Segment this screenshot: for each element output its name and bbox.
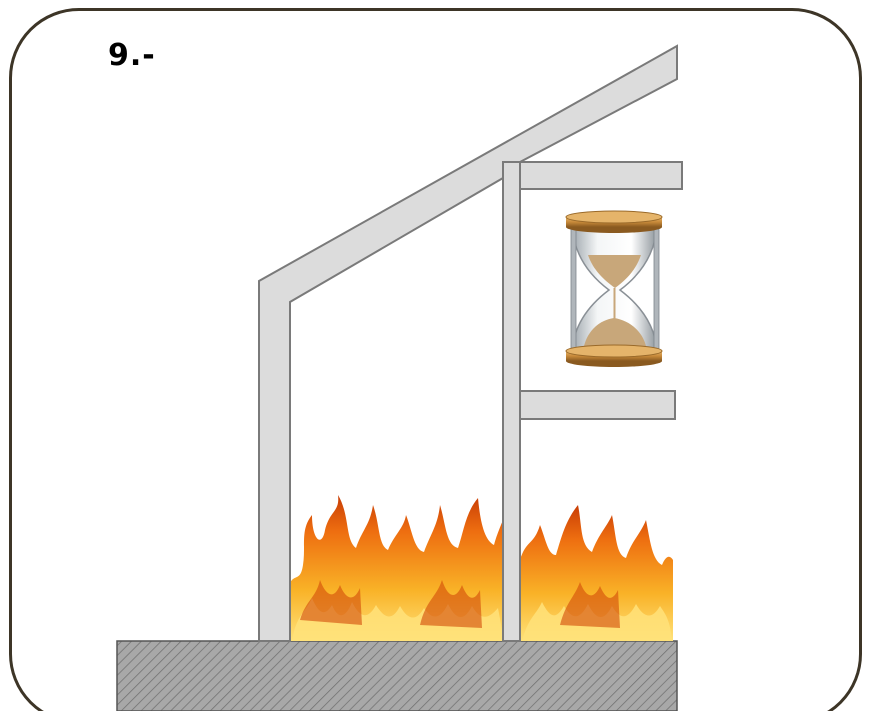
interior-partition bbox=[502, 161, 521, 642]
rounded-frame bbox=[9, 8, 862, 711]
upper-shelf bbox=[519, 161, 683, 190]
hourglass-icon bbox=[565, 210, 663, 367]
step-label: 9.- bbox=[108, 38, 156, 73]
fire-flames bbox=[288, 495, 673, 641]
hatched-ground-slab bbox=[116, 640, 678, 711]
lower-shelf bbox=[519, 390, 676, 420]
